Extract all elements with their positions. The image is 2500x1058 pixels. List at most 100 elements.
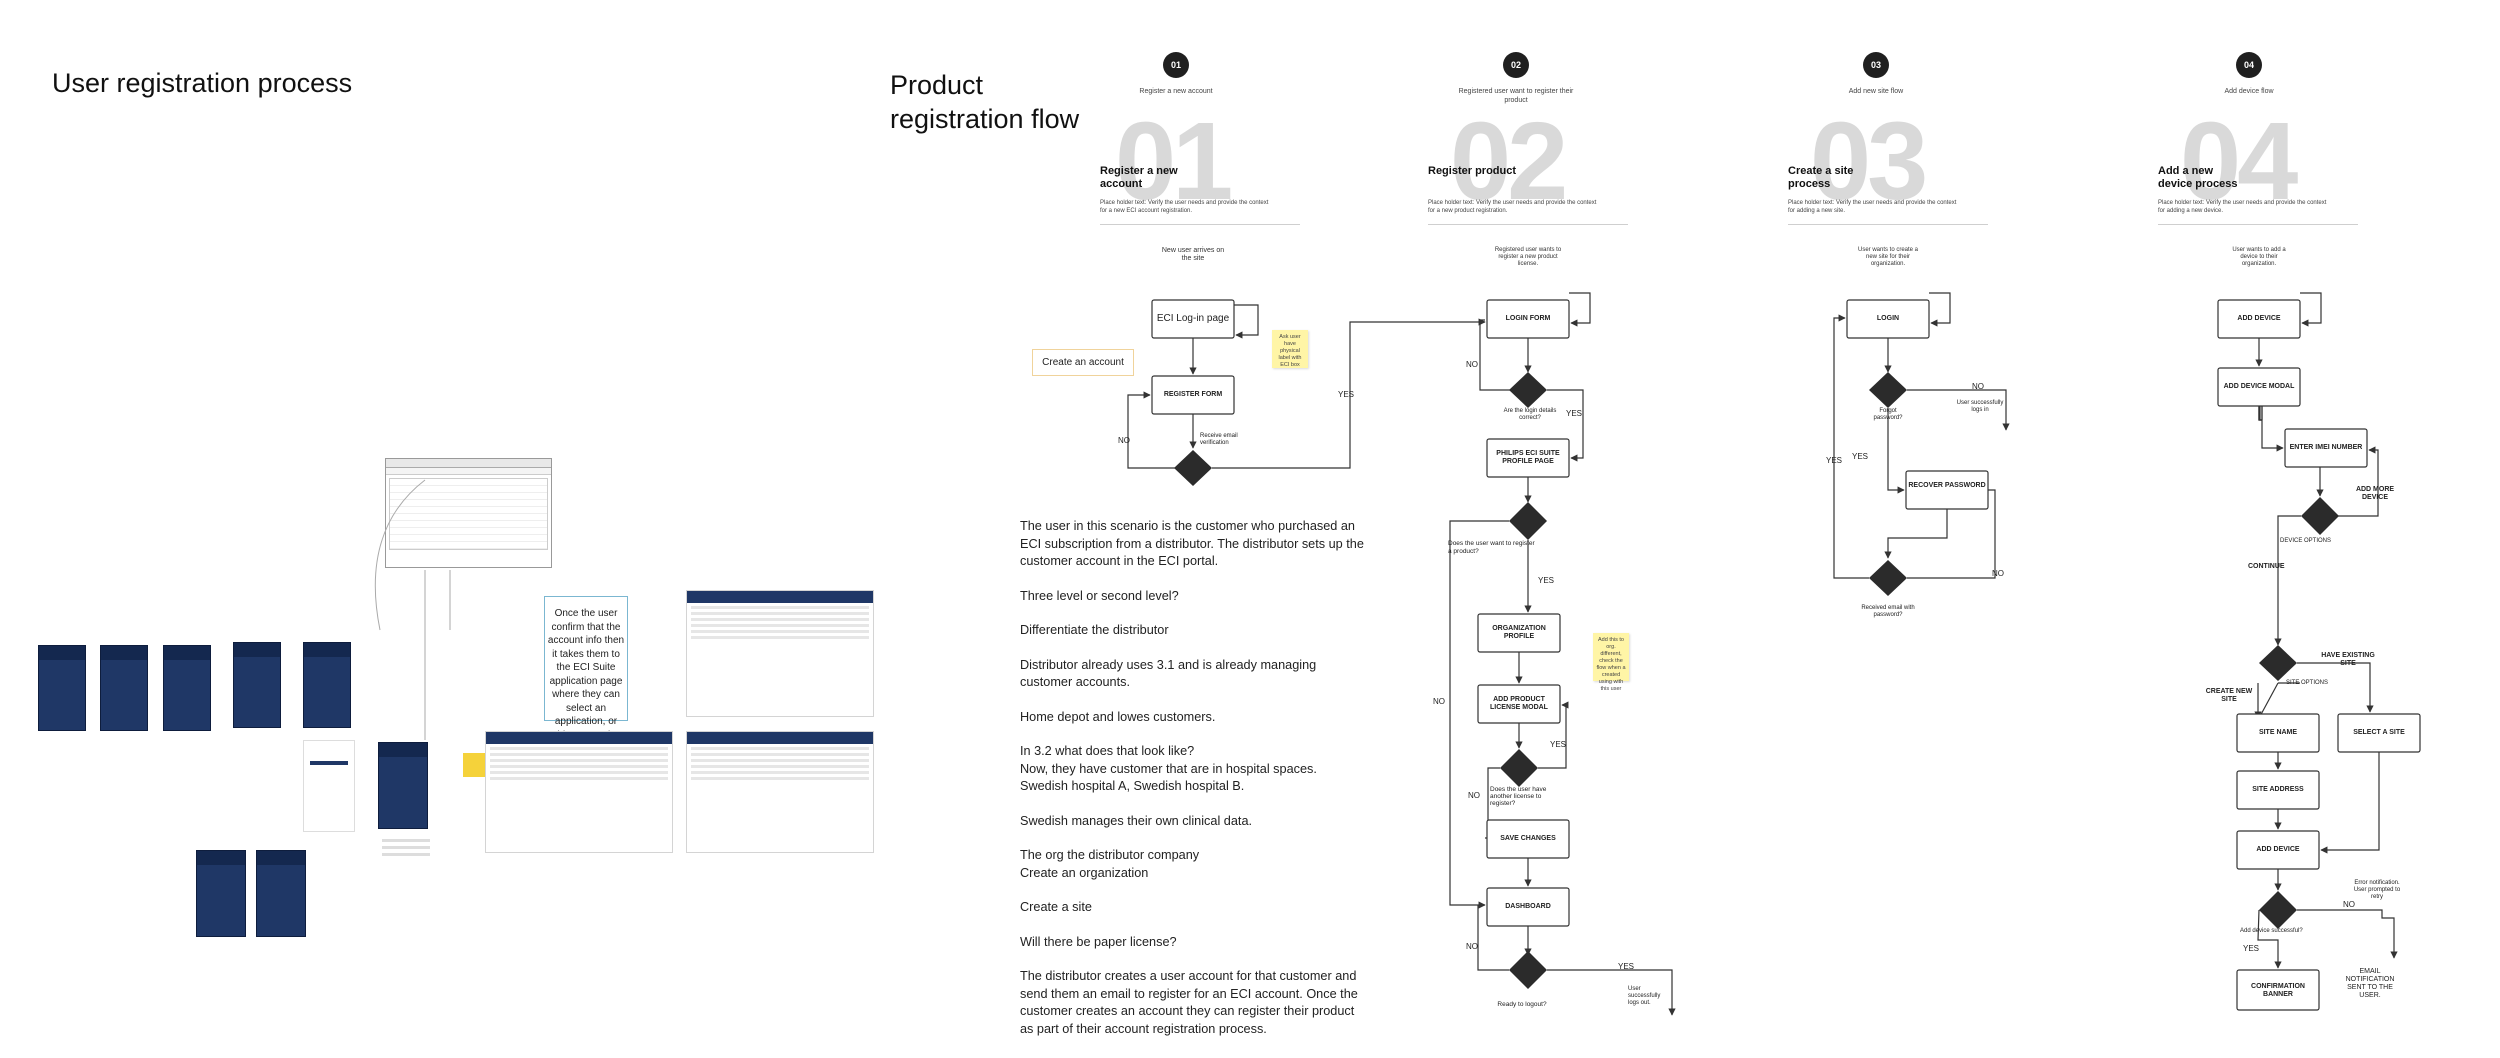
- f4-decision-diamond-1: [2301, 497, 2339, 535]
- screen-thumbnail-2: [100, 645, 148, 731]
- f1-decision-diamond: [1174, 450, 1212, 486]
- f4-decision-diamond-2: [2259, 645, 2297, 681]
- browser-wireframe: [385, 458, 552, 568]
- f2-profile-label[interactable]: PHILIPS ECI SUITE PROFILE PAGE: [1496, 450, 1560, 465]
- f2-license-label[interactable]: ADD PRODUCT LICENSE MODAL: [1490, 696, 1548, 711]
- f4-site-options-label: SITE OPTIONS: [2286, 680, 2329, 686]
- f4-create-site-label: CREATE NEW SITE: [2205, 688, 2253, 703]
- user-registration-title: User registration process: [52, 68, 353, 98]
- f2-no-label-4: NO: [1466, 942, 1478, 951]
- f4-yes-label: YES: [2243, 944, 2260, 953]
- note-4: Distributor already uses 3.1 and is alre…: [1020, 657, 1317, 690]
- f4-confirm-label[interactable]: CONFIRMATION BANNER: [2251, 983, 2305, 998]
- note-7: Swedish manages their own clinical data.: [1020, 813, 1253, 828]
- f4-imei-label[interactable]: ENTER IMEI NUMBER: [2289, 444, 2363, 451]
- section-desc-1: Place holder text: Verify the user needs…: [1100, 200, 1269, 214]
- f4-select-site-label[interactable]: SELECT A SITE: [2353, 729, 2405, 736]
- section-rule-1: [1100, 224, 1300, 225]
- f4-continue-label: CONTINUE: [2248, 563, 2285, 570]
- note-6: In 3.2 what does that look like? Now, th…: [1020, 744, 1317, 793]
- f2-q3-label: Does the user have another license to re…: [1490, 786, 1547, 807]
- f1-register-label[interactable]: REGISTER FORM: [1163, 391, 1223, 398]
- f3-yes-label-2: YES: [1826, 456, 1843, 465]
- section-title-3: Create a site process: [1788, 165, 1854, 190]
- create-account-box[interactable]: Create an account: [1032, 349, 1134, 376]
- f2-yes-label-1: YES: [1566, 409, 1583, 418]
- note-5: Home depot and lowes customers.: [1020, 709, 1216, 724]
- section-desc-2: Place holder text: Verify the user needs…: [1428, 200, 1597, 214]
- sticky-note-flow1: Ask user have physical label with ECI bo…: [1272, 330, 1308, 368]
- screen-thumbnail-4: [233, 642, 281, 728]
- screen-thumbnail-7: [378, 742, 428, 829]
- f3-no-label-1: NO: [1972, 382, 1984, 391]
- f3-no-label-2: NO: [1992, 569, 2004, 578]
- f4-more-label: ADD MORE DEVICE: [2355, 486, 2395, 501]
- sticky-note-flow2: Add this to org. different, check the fl…: [1593, 633, 1629, 692]
- f2-no-label-2: NO: [1433, 697, 1445, 706]
- section-bignum-4: 04: [2180, 100, 2298, 223]
- note-8: The org the distributor company Create a…: [1020, 848, 1200, 880]
- f3-recover-box: [1905, 470, 1989, 510]
- section-desc-3: Place holder text: Verify the user needs…: [1788, 200, 1957, 214]
- scenario-notes: The user in this scenario is the custome…: [1020, 518, 1365, 1055]
- f3-success-label: User successfully logs in: [1956, 400, 2004, 413]
- note-1: The user in this scenario is the custome…: [1020, 519, 1364, 568]
- screen-thumbnail-9: [196, 850, 246, 937]
- f3-start-label: User wants to create a new site for thei…: [1857, 247, 1919, 267]
- f3-q2-label: Received email with password?: [1861, 605, 1915, 618]
- step-subtitle-1: Register a new account: [1139, 88, 1213, 95]
- f3-decision-diamond-1: [1869, 372, 1907, 408]
- section-title-2: Register product: [1428, 165, 1517, 177]
- f2-yes-label-4: YES: [1618, 962, 1635, 971]
- f4-site-name-label[interactable]: SITE NAME: [2258, 729, 2298, 736]
- step-circle-4: 04: [2236, 52, 2262, 78]
- f3-q1-label: Forgot password?: [1873, 408, 1903, 421]
- f2-save-label[interactable]: SAVE CHANGES: [1500, 835, 1556, 842]
- f2-org-label[interactable]: ORGANIZATION PROFILE: [1492, 625, 1546, 640]
- f4-add-device2-label[interactable]: ADD DEVICE: [2256, 846, 2300, 853]
- screen-thumbnail-6: [303, 740, 355, 832]
- f4-add-device-label[interactable]: ADD DEVICE: [2237, 315, 2281, 322]
- f4-imei-box: [2284, 428, 2368, 468]
- section-title-4: Add a new device process: [2158, 165, 2238, 190]
- f2-dashboard-label[interactable]: DASHBOARD: [1505, 903, 1551, 910]
- f2-decision-diamond-3: [1500, 749, 1538, 787]
- f4-no-label: NO: [2343, 900, 2355, 909]
- callout-box: Once the user confirm that the account i…: [544, 596, 628, 741]
- note-3: Differentiate the distributor: [1020, 623, 1169, 637]
- f1-start-label: New user arrives on the site: [1161, 247, 1225, 262]
- screen-thumbnail-3: [163, 645, 211, 731]
- f3-yes-label-1: YES: [1852, 452, 1869, 461]
- sticky-yellow-left: [463, 753, 487, 777]
- section-bignum-2: 02: [1450, 100, 1568, 223]
- f4-email-label: EMAIL NOTIFICATION SENT TO THE USER.: [2345, 968, 2395, 999]
- f2-start-label: Registered user wants to register a new …: [1494, 247, 1562, 267]
- step-circle-1: 01: [1163, 52, 1189, 78]
- note-2: Three level or second level?: [1020, 588, 1179, 603]
- section-rule-4: [2158, 224, 2358, 225]
- step-subtitle-4: Add device flow: [2224, 88, 2274, 95]
- note-9: Create a site: [1020, 900, 1092, 914]
- f1-no-label: NO: [1118, 436, 1130, 445]
- f2-logout-label: User successfully logs out.: [1628, 986, 1661, 1006]
- f4-modal-label[interactable]: ADD DEVICE MODAL: [2223, 383, 2295, 390]
- f2-no-label-1: NO: [1466, 360, 1478, 369]
- f4-start-label: User wants to add a device to their orga…: [2232, 247, 2286, 267]
- section-rule-3: [1788, 224, 1988, 225]
- note-11: The distributor creates a user account f…: [1020, 969, 1358, 1036]
- dashboard-thumbnail-3: [686, 731, 874, 853]
- dashboard-thumbnail-2: [686, 590, 874, 717]
- section-rule-2: [1428, 224, 1628, 225]
- f4-have-site-label: HAVE EXISTING SITE: [2321, 652, 2375, 667]
- f4-site-address-label[interactable]: SITE ADDRESS: [2252, 786, 2304, 793]
- f3-recover-label[interactable]: RECOVER PASSWORD: [1908, 482, 1986, 489]
- screen-thumbnail-5: [303, 642, 351, 728]
- note-10: Will there be paper license?: [1020, 934, 1177, 949]
- f1-yes-label: YES: [1338, 390, 1355, 399]
- f3-login-label[interactable]: LOGIN: [1876, 315, 1900, 322]
- f1-login-label[interactable]: ECI Log-in page: [1156, 313, 1230, 324]
- f2-q2-label: Does the user want to register a product…: [1448, 540, 1535, 555]
- step-circle-3: 03: [1863, 52, 1889, 78]
- f2-no-label-3: NO: [1468, 791, 1480, 800]
- f2-login-label[interactable]: LOGIN FORM: [1505, 315, 1551, 322]
